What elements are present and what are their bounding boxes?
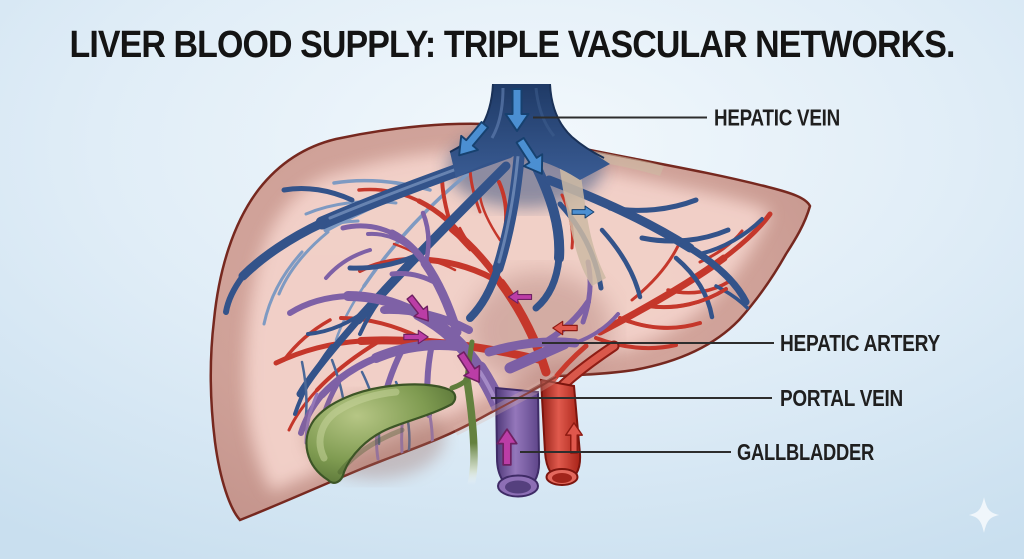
label-hepatic-vein: HEPATIC VEIN xyxy=(714,105,840,131)
page-title: LIVER BLOOD SUPPLY: TRIPLE VASCULAR NETW… xyxy=(70,24,955,66)
cystic-duct xyxy=(449,377,470,391)
hilum-shadow xyxy=(468,272,612,388)
gallbladder-body xyxy=(305,383,457,484)
artery-overlay-branches xyxy=(618,287,728,330)
common-bile-duct xyxy=(463,376,478,489)
structure-labels: HEPATIC VEIN HEPATIC ARTERY PORTAL VEIN … xyxy=(714,105,940,466)
label-hepatic-artery: HEPATIC ARTERY xyxy=(780,330,940,356)
gallbladder-illustration xyxy=(305,339,478,489)
hepatic-artery-tube xyxy=(539,378,582,486)
leader-lines xyxy=(491,116,774,453)
label-gallbladder: GALLBLADDER xyxy=(737,439,875,465)
liver-illustration xyxy=(209,83,812,522)
sparkle-icon xyxy=(968,497,1000,533)
label-portal-vein: PORTAL VEIN xyxy=(780,385,903,411)
